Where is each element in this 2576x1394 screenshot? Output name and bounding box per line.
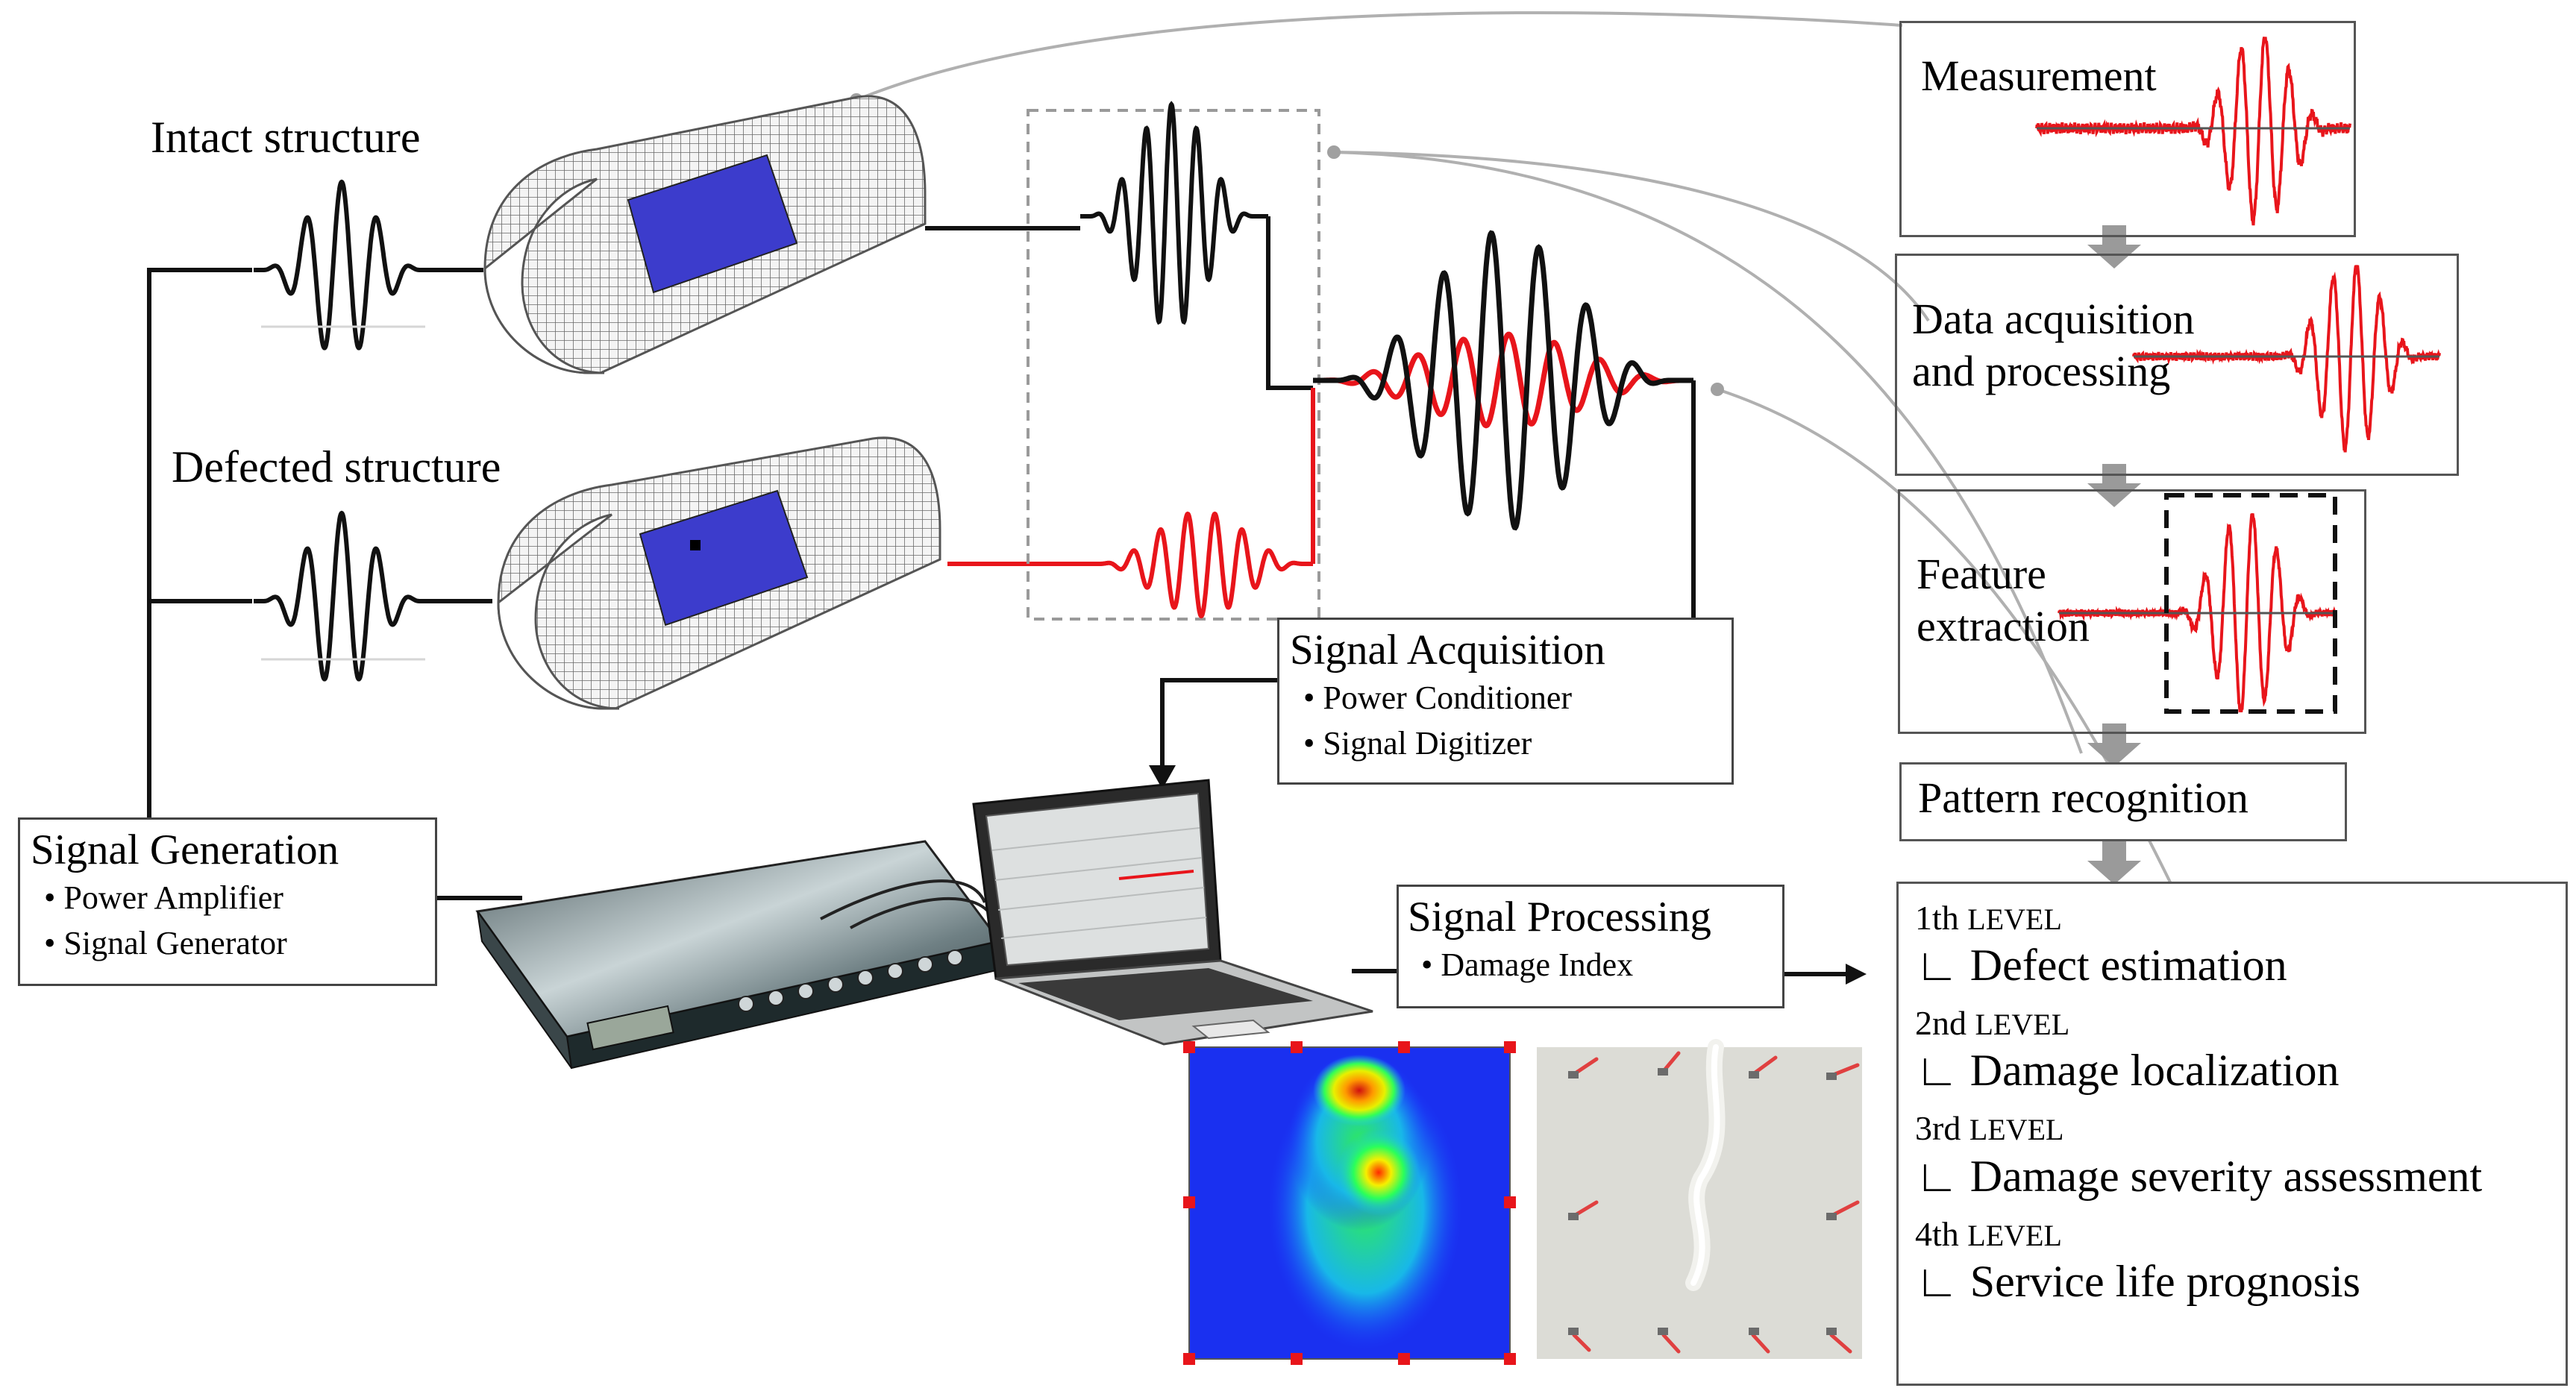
level-name-text: Damage localization — [1969, 1046, 2340, 1096]
level-name: ∟ Service life prognosis — [1915, 1255, 2549, 1308]
level-number: 1th — [1915, 899, 1959, 937]
connector-curve-3 — [1333, 151, 2083, 754]
signal-processing-item: Damage Index — [1408, 942, 1773, 988]
signal-generation-item: Power Amplifier — [31, 875, 424, 921]
defected-sensor-patch — [639, 489, 809, 627]
level-item: 2nd LEVEL ∟ Damage localization — [1915, 1002, 2549, 1097]
feature-extraction-label-line1: Feature — [1917, 550, 2046, 598]
data-acquisition-box: Data acquisition and processing — [1895, 254, 2459, 476]
signal-acquisition-item: Signal Digitizer — [1290, 720, 1721, 767]
level-name-text: Defect estimation — [1969, 941, 2287, 990]
laptop-device — [972, 779, 1373, 1046]
arrow-pattern-to-levels — [2087, 841, 2141, 885]
level-name-text: Service life prognosis — [1969, 1256, 2360, 1306]
level-glyph: ∟ — [1915, 941, 1959, 990]
power-amplifier-device — [475, 840, 1002, 1070]
arrow-acquisition-to-feature — [2087, 464, 2141, 507]
damage-index-heatmap — [1183, 1041, 1516, 1365]
feature-extraction-label: Feature extraction — [1917, 548, 2090, 652]
level-glyph: ∟ — [1915, 1256, 1959, 1306]
specimen-photo — [1537, 1039, 1862, 1359]
level-word: LEVEL — [1967, 902, 2062, 936]
level-word: LEVEL — [1969, 1113, 2064, 1147]
level-number: 4th — [1915, 1214, 1959, 1253]
level-heading: 1th LEVEL — [1915, 897, 2549, 938]
level-glyph: ∟ — [1915, 1046, 1959, 1096]
arrow-feature-to-pattern — [2087, 723, 2141, 767]
signal-generation-box: Signal Generation Power Amplifier Signal… — [18, 817, 437, 986]
trunk-line — [147, 268, 252, 819]
response-comparison-frame — [1027, 109, 1320, 621]
level-heading: 2nd LEVEL — [1915, 1002, 2549, 1043]
pipeline-arrows — [2087, 225, 2141, 885]
connector-curve-1 — [856, 11, 1903, 101]
level-item: 3rd LEVEL ∟ Damage severity assessment — [1915, 1108, 2549, 1202]
acquisition-to-laptop-arrowhead — [1149, 765, 1176, 789]
connector-curve-2 — [1333, 151, 1930, 322]
intact-route — [1266, 216, 1313, 390]
level-number: 3rd — [1915, 1109, 1961, 1148]
pattern-recognition-label: Pattern recognition — [1918, 773, 2248, 822]
signal-generation-item: Signal Generator — [31, 920, 424, 967]
level-word: LEVEL — [1975, 1008, 2070, 1042]
measurement-label: Measurement — [1921, 51, 2157, 100]
signal-generation-title: Signal Generation — [31, 826, 339, 873]
defect-mark — [690, 540, 701, 550]
overlay-intact-wave — [1313, 230, 1693, 531]
data-acquisition-label: Data acquisition and processing — [1912, 293, 2195, 397]
feature-extraction-box: Feature extraction — [1898, 489, 2366, 734]
feature-extraction-window — [2164, 493, 2337, 714]
input-wave-top — [254, 179, 430, 351]
pattern-recognition-box: Pattern recognition — [1899, 762, 2347, 841]
intact-sensor-patch — [627, 154, 798, 294]
level-glyph: ∟ — [1915, 1151, 1959, 1201]
feature-extraction-label-line2: extraction — [1917, 601, 2090, 650]
signal-processing-title: Signal Processing — [1408, 894, 1711, 941]
level-name: ∟ Damage localization — [1915, 1043, 2549, 1097]
level-heading: 4th LEVEL — [1915, 1214, 2549, 1255]
level-item: 1th LEVEL ∟ Defect estimation — [1915, 897, 2549, 992]
arrow-measurement-to-acquisition — [2087, 225, 2141, 269]
level-item: 4th LEVEL ∟ Service life prognosis — [1915, 1214, 2549, 1308]
signal-processing-box: Signal Processing Damage Index — [1397, 885, 1784, 1008]
defected-structure-model — [497, 436, 941, 710]
acquisition-to-laptop-line — [1160, 678, 1282, 768]
intact-structure-model — [483, 95, 927, 374]
intact-response-wave — [1080, 101, 1268, 325]
level-name-text: Damage severity assessment — [1969, 1151, 2483, 1201]
processing-to-levels-arrowhead — [1846, 964, 1867, 985]
signal-acquisition-box: Signal Acquisition Power Conditioner Sig… — [1277, 618, 1734, 785]
level-word: LEVEL — [1967, 1218, 2062, 1252]
signal-acquisition-title: Signal Acquisition — [1290, 627, 1605, 674]
damage-levels-box: 1th LEVEL ∟ Defect estimation 2nd LEVEL … — [1896, 882, 2568, 1386]
level-heading: 3rd LEVEL — [1915, 1108, 2549, 1149]
measurement-box: Measurement — [1899, 21, 2356, 237]
data-acquisition-label-line2: and processing — [1912, 346, 2171, 395]
intact-structure-label: Intact structure — [151, 113, 421, 162]
input-wave-bottom — [254, 510, 430, 682]
level-name: ∟ Defect estimation — [1915, 938, 2549, 992]
connector-dot-3 — [1711, 383, 1724, 396]
level-number: 2nd — [1915, 1004, 1967, 1043]
signal-acquisition-item: Power Conditioner — [1290, 675, 1721, 721]
connector-dot-2 — [1327, 145, 1341, 159]
defected-response-wave — [1080, 511, 1313, 619]
defected-structure-label: Defected structure — [172, 442, 501, 492]
data-acquisition-label-line1: Data acquisition — [1912, 295, 2195, 343]
level-name: ∟ Damage severity assessment — [1915, 1149, 2549, 1203]
